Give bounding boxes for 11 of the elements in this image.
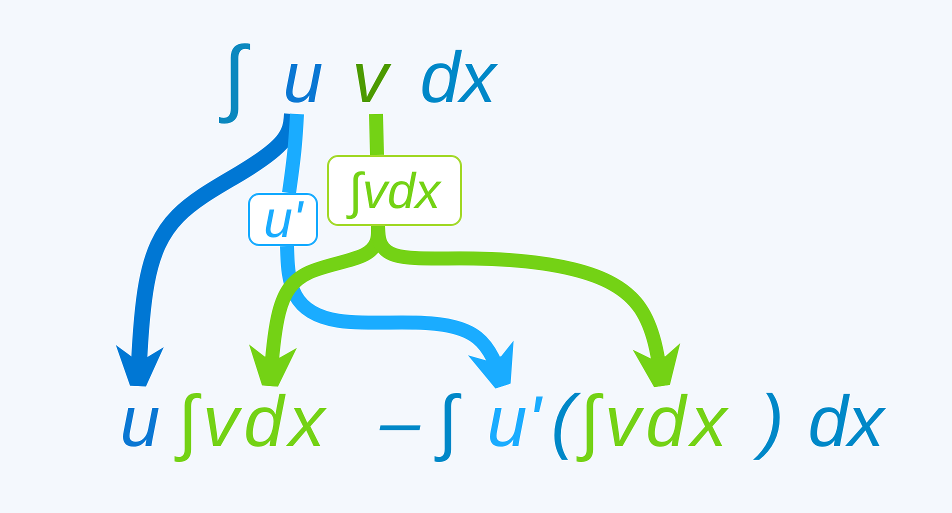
formula-term: u' (487, 386, 541, 458)
curved-connector (282, 113, 304, 194)
integral-sign: ∫ (219, 22, 250, 132)
minus-sign: – (380, 386, 420, 458)
term-callout-box: u' (248, 193, 318, 246)
formula-term: u (283, 42, 324, 114)
formula-term: u (120, 386, 160, 458)
curved-connector (369, 114, 384, 156)
differential-term: dx (420, 42, 496, 114)
differential-term: dx (808, 386, 884, 458)
term-callout-box: ∫vdx (327, 155, 462, 226)
